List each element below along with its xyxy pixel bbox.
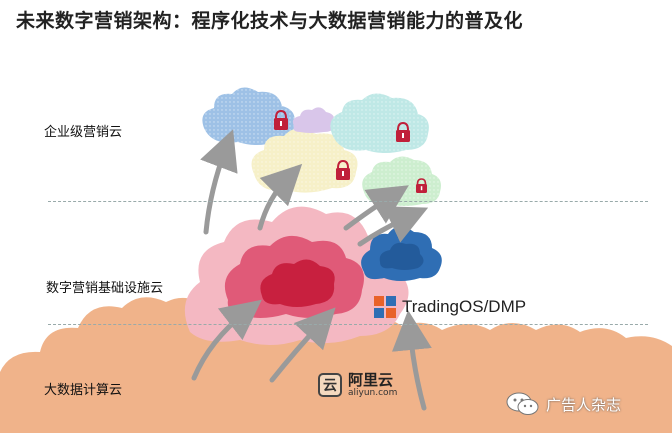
tradingos-brand: TradingOS/DMP [374, 296, 526, 318]
arrow-icon [191, 299, 262, 381]
aliyun-url: aliyun.com [348, 388, 398, 398]
layer-label-bigdata: 大数据计算云 [44, 383, 123, 398]
arrow-icon [269, 307, 336, 383]
enterprise-cloud-green [362, 156, 441, 206]
layer-divider [48, 324, 648, 325]
arrow-icon [357, 206, 429, 247]
wechat-account-name: 广告人杂志 [546, 395, 622, 414]
page-title: 未来数字营销架构：程序化技术与大数据营销能力的普及化 [16, 10, 524, 32]
layer-divider [48, 201, 648, 202]
layer-label-infrastructure: 数字营销基础设施云 [46, 281, 164, 296]
aliyun-logo-icon: 云 [318, 373, 342, 397]
tradingos-label: TradingOS/DMP [402, 297, 527, 316]
arrow-icon [391, 310, 432, 411]
wechat-icon [506, 392, 539, 415]
lock-icon [274, 109, 288, 130]
lock-icon [336, 159, 350, 180]
aliyun-brand: 云 阿里云 aliyun.com [318, 372, 397, 398]
wechat-watermark: 广告人杂志 [506, 391, 621, 417]
bigdata-cloud [0, 297, 672, 433]
lock-icon [396, 121, 410, 142]
enterprise-cloud-teal [330, 93, 429, 153]
tradingos-logo-icon [374, 296, 396, 318]
layer-label-enterprise: 企业级营销云 [44, 125, 123, 140]
arrow-icon [200, 129, 238, 235]
aliyun-name: 阿里云 [348, 371, 394, 389]
lock-icon [416, 178, 427, 193]
arrow-icon [343, 185, 409, 231]
arrow-icon [257, 163, 303, 231]
enterprise-cloud-lilac [292, 107, 335, 133]
